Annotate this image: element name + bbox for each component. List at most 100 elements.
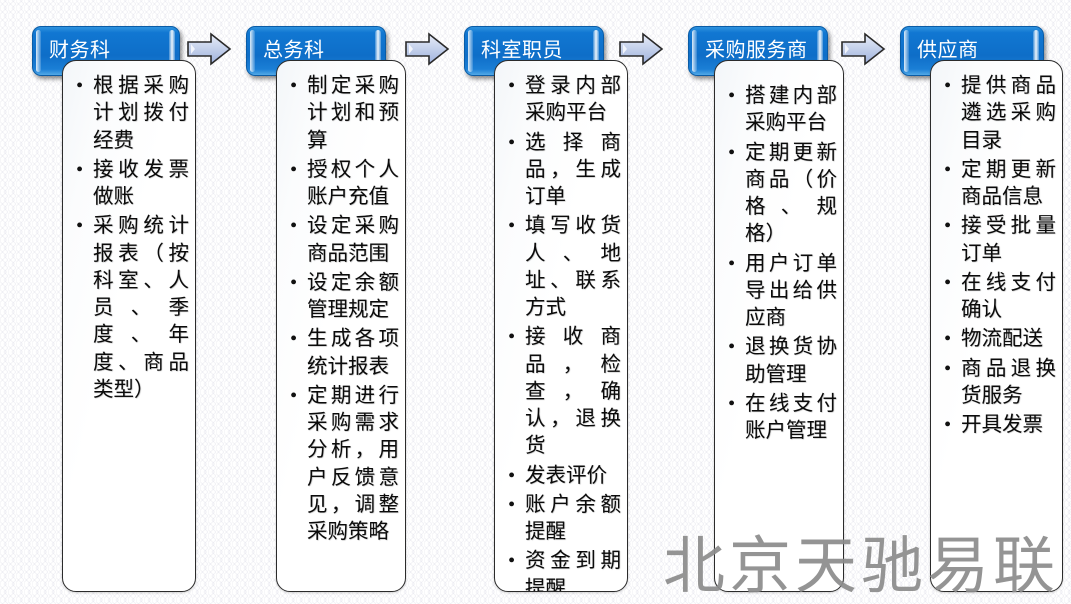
list-item[interactable]: • 搭建内部采购平台 bbox=[725, 83, 837, 138]
list-item[interactable]: • 填写收货人、地址、联系方式 bbox=[505, 213, 621, 322]
list-item[interactable]: • 定期更新商品信息 bbox=[941, 157, 1056, 212]
list-item-label: 选择商品，生成订单 bbox=[525, 131, 621, 209]
list-item[interactable]: • 发表评价 bbox=[505, 463, 621, 490]
list-item-label: 商品退换货服务 bbox=[961, 357, 1056, 407]
list-item[interactable]: • 接收商品，检查，确认，退换货 bbox=[505, 324, 621, 460]
column-header-label: 科室职员 bbox=[481, 39, 563, 62]
list-item[interactable]: • 接收发票做账 bbox=[73, 157, 189, 212]
list-item-label: 定期进行采购需求分析，用户反馈意见，调整采购策略 bbox=[307, 384, 399, 543]
bullet-icon: • bbox=[728, 85, 736, 107]
list-item-label: 在线支付账户管理 bbox=[745, 392, 837, 442]
column-header-department-staff[interactable]: 科室职员 bbox=[464, 26, 604, 76]
list-item[interactable]: • 根据采购计划拨付经费 bbox=[73, 73, 189, 155]
bullet-icon: • bbox=[944, 271, 952, 294]
bullet-icon: • bbox=[944, 414, 952, 436]
bullet-icon: • bbox=[76, 158, 84, 181]
list-item-label: 用户订单导出给供应商 bbox=[745, 252, 837, 330]
bullet-icon: • bbox=[508, 131, 516, 154]
list-item-label: 接收商品，检查，确认，退换货 bbox=[525, 326, 621, 458]
bullet-icon: • bbox=[76, 75, 84, 97]
list-item[interactable]: •定期进行采购需求分析，用户反馈意见，调整采购策略 bbox=[287, 383, 399, 547]
list-item[interactable]: • 接受批量订单 bbox=[941, 213, 1056, 268]
bullet-icon: • bbox=[290, 215, 298, 238]
bullet-icon: • bbox=[290, 75, 298, 97]
list-item-label: 定期更新商品信息 bbox=[961, 158, 1056, 208]
list-item-label: 接收发票做账 bbox=[93, 158, 189, 208]
list-item-label: 根据采购计划拨付经费 bbox=[93, 75, 189, 152]
bullet-icon: • bbox=[508, 464, 516, 487]
list-item[interactable]: • 商品退换货服务 bbox=[941, 356, 1056, 411]
bullet-icon: • bbox=[944, 328, 952, 351]
list-item-label: 填写收货人、地址、联系方式 bbox=[525, 215, 621, 319]
list-item-label: 物流配送 bbox=[961, 328, 1043, 351]
right-arrow-icon bbox=[405, 32, 450, 66]
responsibility-list: • 搭建内部采购平台 • 定期更新商品（价格、规格） • 用户订单导出给供应商 • 退换… bbox=[725, 83, 837, 445]
list-item-label: 设定采购商品范围 bbox=[307, 215, 399, 265]
list-item-label: 搭建内部采购平台 bbox=[745, 85, 837, 135]
bullet-icon: • bbox=[508, 326, 516, 349]
list-item[interactable]: • 采购统计报表（按科室、人员、季度、年度、商品类型） bbox=[73, 213, 189, 404]
list-item[interactable]: •账户余额提醒 bbox=[505, 492, 621, 547]
bullet-icon: • bbox=[944, 357, 952, 380]
list-item[interactable]: • 制定采购计划和预算 bbox=[287, 73, 399, 155]
bullet-icon: • bbox=[728, 141, 736, 164]
list-item[interactable]: •授权个人账户充值 bbox=[287, 157, 399, 212]
bullet-icon: • bbox=[944, 158, 952, 181]
list-item-label: 采购统计报表（按科室、人员、季度、年度、商品类型） bbox=[93, 215, 189, 401]
list-item[interactable]: • 在线支付确认 bbox=[941, 270, 1056, 325]
bullet-icon: • bbox=[508, 75, 516, 97]
bullet-icon: • bbox=[944, 215, 952, 238]
column-header-label: 供应商 bbox=[917, 39, 979, 62]
list-item-label: 退换货协助管理 bbox=[745, 336, 837, 386]
list-item[interactable]: •提供商品遴选采购目录 bbox=[941, 73, 1056, 155]
right-arrow-icon bbox=[619, 32, 664, 66]
column-card-supplier[interactable]: •提供商品遴选采购目录 • 定期更新商品信息 • 接受批量订单 • 在线支付确认 • 物… bbox=[930, 60, 1063, 592]
column-card-procurement-service-provider[interactable]: • 搭建内部采购平台 • 定期更新商品（价格、规格） • 用户订单导出给供应商 • 退换… bbox=[714, 60, 844, 592]
responsibility-list: •制定采购计划和预算 •授权个人账户充值 •设定采购商品范围 •设定余额管理规定… bbox=[287, 73, 399, 546]
list-item[interactable]: • 登录内部采购平台 bbox=[505, 73, 621, 128]
list-item[interactable]: • 生成各项统计报表 bbox=[287, 326, 399, 381]
list-item-label: 接受批量订单 bbox=[961, 215, 1056, 265]
right-arrow-icon bbox=[187, 32, 232, 66]
list-item[interactable]: •设定余额管理规定 bbox=[287, 270, 399, 325]
column-card-finance[interactable]: • 根据采购计划拨付经费 • 接收发票做账 • 采购统计报表（按科室、人员、季度、年度… bbox=[62, 60, 196, 592]
list-item[interactable]: • 选择商品，生成订单 bbox=[505, 130, 621, 212]
list-item[interactable]: • 用户订单导出给供应商 bbox=[725, 251, 837, 333]
list-item[interactable]: • 退换货协助管理 bbox=[725, 334, 837, 389]
list-item-label: 设定余额管理规定 bbox=[307, 271, 399, 321]
right-arrow-icon-2 bbox=[404, 31, 450, 67]
bullet-icon: • bbox=[290, 328, 298, 351]
list-item-label: 生成各项统计报表 bbox=[307, 328, 399, 378]
bullet-icon: • bbox=[508, 550, 516, 573]
list-item-label: 在线支付确认 bbox=[961, 271, 1056, 321]
right-arrow-icon-3 bbox=[618, 31, 664, 67]
list-item-label: 登录内部采购平台 bbox=[525, 75, 621, 125]
list-item-label: 发表评价 bbox=[525, 464, 607, 487]
bullet-icon: • bbox=[76, 215, 84, 238]
column-header-label: 总务科 bbox=[263, 39, 325, 62]
bullet-icon: • bbox=[290, 158, 298, 181]
list-item-label: 开具发票 bbox=[961, 414, 1043, 436]
list-item[interactable]: • 资金到期提醒 bbox=[505, 548, 621, 592]
bullet-icon: • bbox=[728, 252, 736, 275]
right-arrow-icon-1 bbox=[186, 31, 232, 67]
watermark-text: 北京天驰易联 bbox=[662, 533, 1059, 601]
column-card-general-affairs[interactable]: •制定采购计划和预算 •授权个人账户充值 •设定采购商品范围 •设定余额管理规定… bbox=[276, 60, 406, 592]
list-item-label: 资金到期提醒 bbox=[525, 550, 621, 592]
bullet-icon: • bbox=[508, 215, 516, 238]
column-card-department-staff[interactable]: • 登录内部采购平台 • 选择商品，生成订单 • 填写收货人、地址、联系方式 • 接收商… bbox=[494, 60, 628, 592]
list-item-label: 定期更新商品（价格、规格） bbox=[745, 141, 837, 246]
responsibility-list: •提供商品遴选采购目录 • 定期更新商品信息 • 接受批量订单 • 在线支付确认 • 物… bbox=[941, 73, 1056, 439]
bullet-icon: • bbox=[508, 493, 516, 516]
list-item[interactable]: • 定期更新商品（价格、规格） bbox=[725, 140, 837, 249]
bullet-icon: • bbox=[728, 392, 736, 415]
column-header-label: 财务科 bbox=[49, 39, 111, 62]
right-arrow-icon bbox=[841, 32, 886, 66]
list-item[interactable]: • 设定采购商品范围 bbox=[287, 213, 399, 268]
list-item[interactable]: • 在线支付账户管理 bbox=[725, 391, 837, 446]
list-item-label: 制定采购计划和预算 bbox=[307, 75, 399, 152]
list-item[interactable]: • 开具发票 bbox=[941, 412, 1056, 439]
bullet-icon: • bbox=[728, 336, 736, 359]
bullet-icon: • bbox=[944, 75, 952, 97]
list-item[interactable]: • 物流配送 bbox=[941, 326, 1056, 353]
